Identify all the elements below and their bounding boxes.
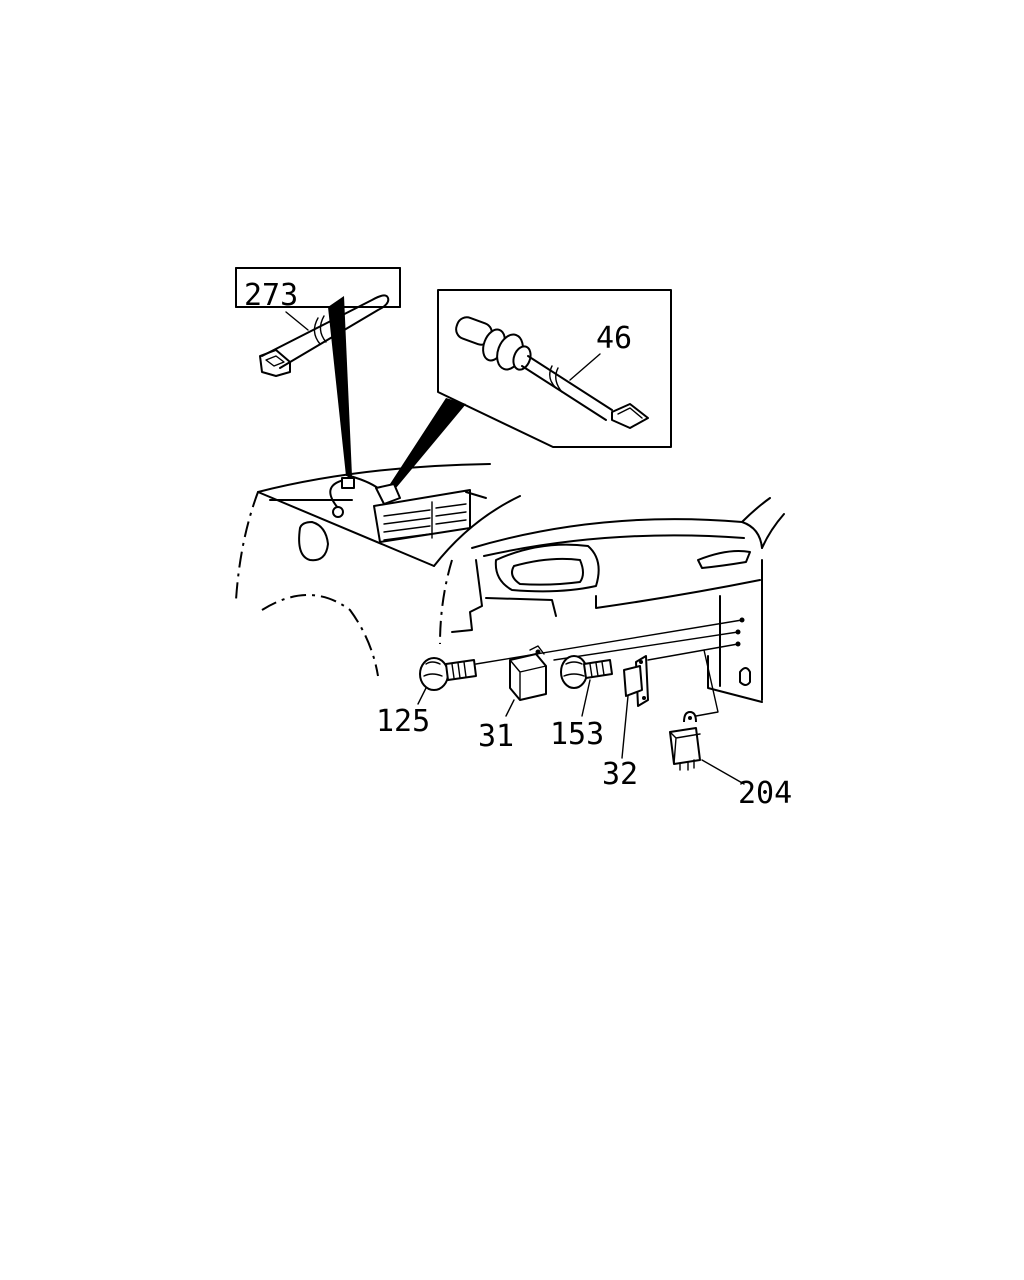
callout-125: 125 (376, 704, 430, 739)
callout-leader-204 (701, 759, 745, 785)
relay-31 (509, 645, 547, 701)
wiring-harness (329, 475, 401, 518)
detail-box-sensor (437, 289, 672, 448)
pointer-wedges (328, 296, 466, 488)
callout-leader-153 (581, 679, 591, 717)
vehicle-body (235, 463, 785, 703)
callout-leader-32 (621, 695, 629, 759)
callout-273: 273 (244, 278, 298, 313)
battery (373, 489, 487, 543)
callout-204: 204 (738, 776, 792, 811)
callout-32: 32 (602, 757, 638, 792)
bolt-153 (560, 655, 613, 689)
callout-leader-273 (285, 311, 309, 331)
speed-sensor-part (455, 316, 649, 429)
callout-leader-31 (505, 699, 515, 717)
callout-leader-46 (569, 353, 601, 381)
callout-153: 153 (550, 717, 604, 752)
cable-tie-part (259, 294, 390, 377)
callout-46: 46 (596, 321, 632, 356)
bolt-125 (419, 657, 477, 691)
callout-31: 31 (478, 719, 514, 754)
relay-204 (669, 711, 701, 771)
callout-leader-125 (417, 687, 427, 705)
relay-32 (623, 655, 649, 707)
